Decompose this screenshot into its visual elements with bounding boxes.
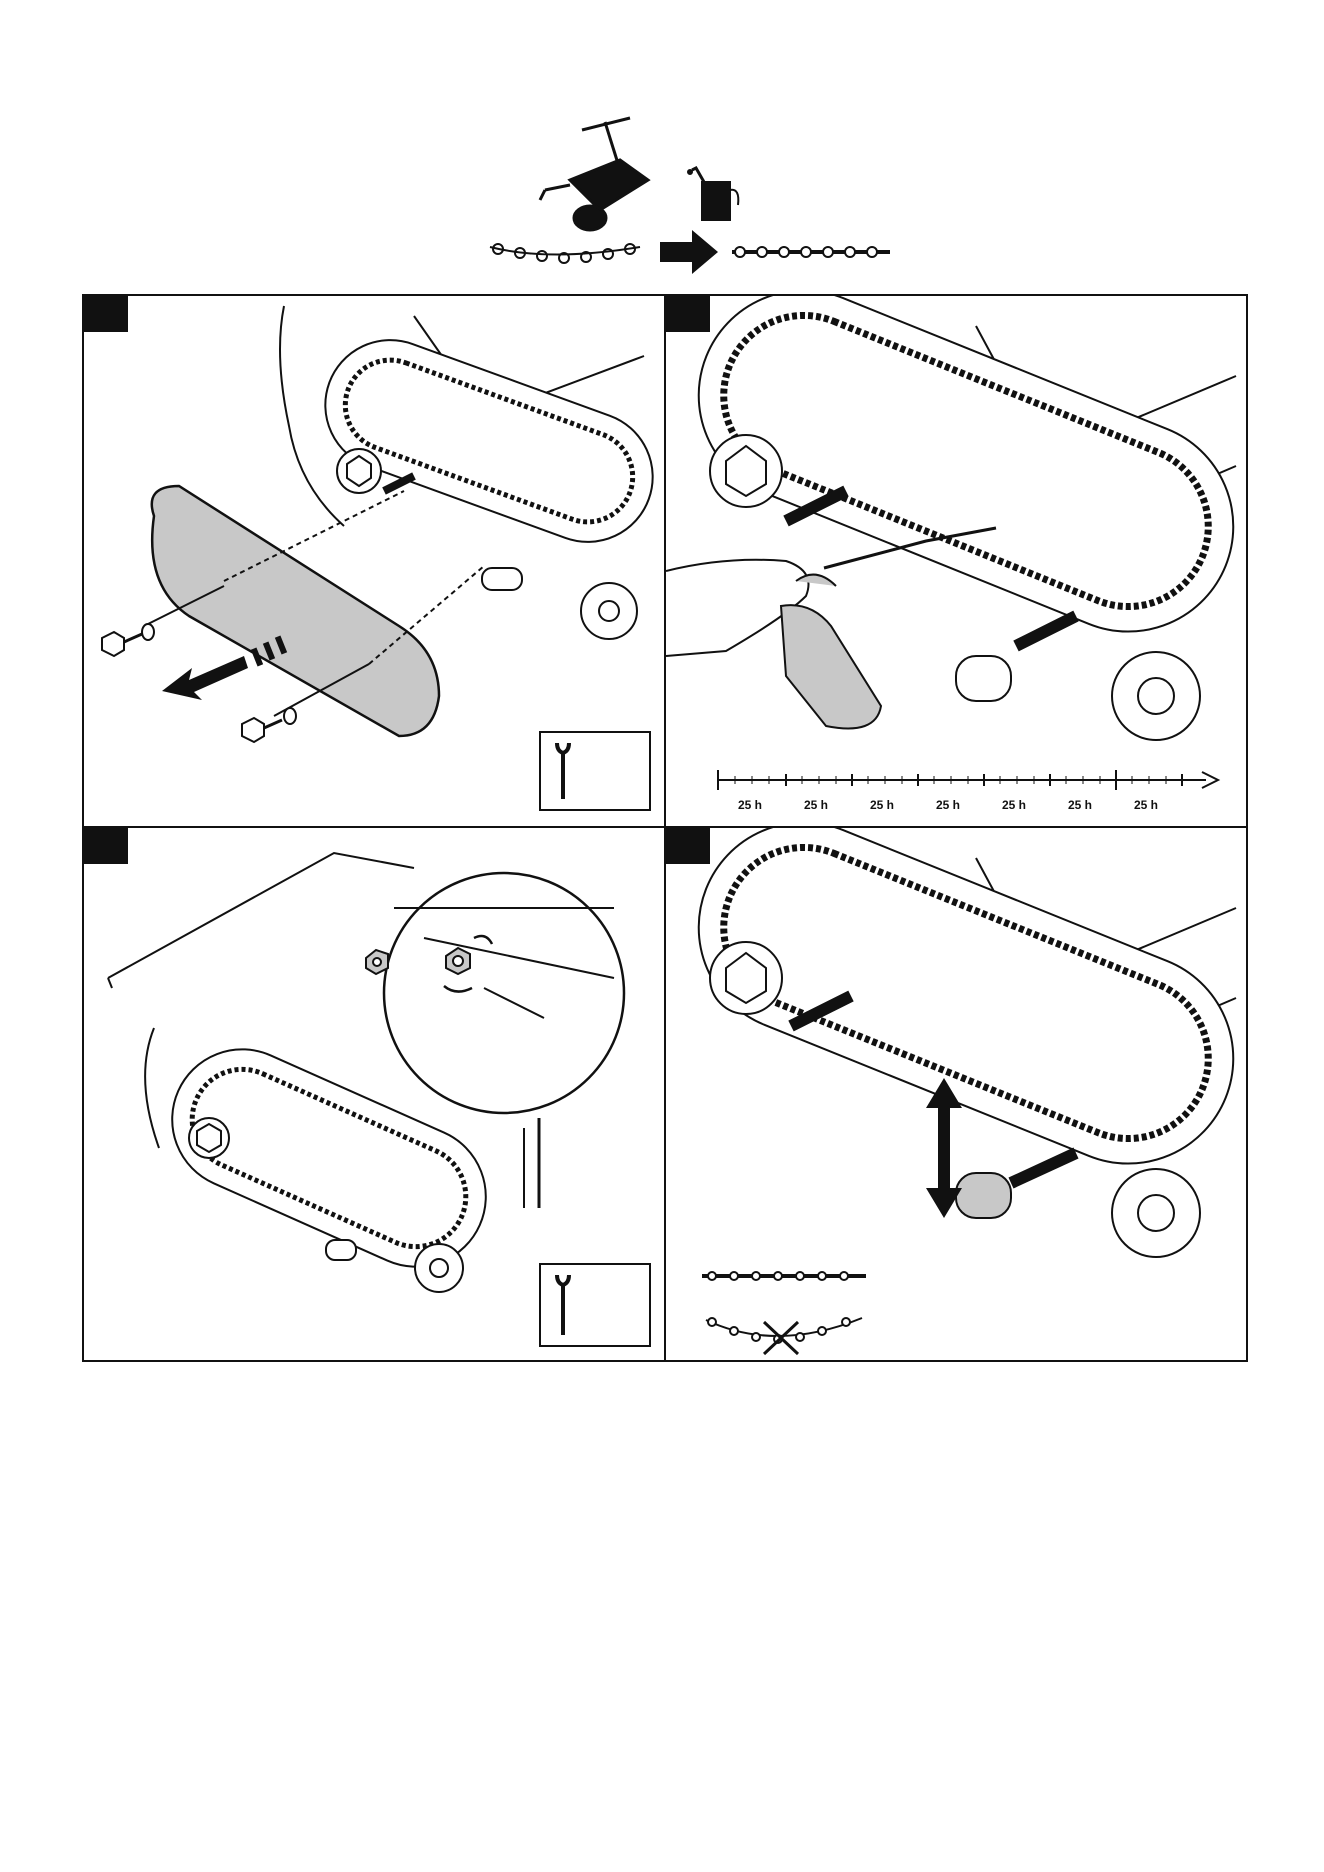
step-marker-2 [666, 296, 710, 332]
interval-label: 25 h [1002, 798, 1026, 812]
screw-icon [102, 624, 154, 656]
detail-magnifier [366, 873, 624, 1113]
interval-label: 25 h [804, 798, 828, 812]
driven-sprocket [1112, 1169, 1200, 1257]
tension-roller [326, 1240, 356, 1260]
driven-sprocket [415, 1244, 463, 1292]
chain-cover [152, 486, 439, 736]
interval-label: 25 h [936, 798, 960, 812]
oiled-chain-icon [732, 247, 890, 257]
interval-label: 25 h [1068, 798, 1092, 812]
tool-indicator [539, 731, 651, 811]
interval-label: 25 h [738, 798, 762, 812]
panel-adjust-tension [84, 828, 666, 1360]
wheel-outline [145, 1028, 159, 1148]
tension-roller [956, 656, 1011, 701]
dry-chain-icon [490, 244, 640, 263]
wrench-icon [557, 1275, 569, 1335]
screw-icon [242, 708, 296, 742]
driven-sprocket [1112, 652, 1200, 740]
step-marker-3 [84, 828, 128, 864]
tension-roller [482, 568, 522, 590]
panel-remove-cover [84, 296, 666, 828]
driven-sprocket [581, 583, 637, 639]
lock-nut [366, 950, 388, 974]
wrench-icon [557, 743, 569, 799]
step-marker-1 [84, 296, 128, 332]
interval-label: 25 h [1134, 798, 1158, 812]
drive-sprocket [710, 942, 782, 1014]
drive-sprocket [710, 435, 782, 507]
oil-can-icon [688, 168, 738, 220]
arrow-right-icon [660, 230, 718, 274]
service-interval-timeline: 25 h 25 h 25 h 25 h 25 h 25 h 25 h [706, 766, 1226, 816]
cross-icon [764, 1322, 798, 1354]
correct-chain-icon [702, 1272, 866, 1280]
instruction-panel-grid: 25 h 25 h 25 h 25 h 25 h 25 h 25 h [82, 294, 1248, 1362]
tool-indicator [539, 1263, 651, 1347]
panel-check-chain-slack [666, 828, 1248, 1360]
machine-icon [540, 118, 648, 230]
pull-direction-arrow [162, 636, 287, 700]
tension-roller [956, 1173, 1011, 1218]
chain-housing [307, 322, 664, 560]
drive-sprocket [337, 449, 381, 493]
interval-label: 25 h [870, 798, 894, 812]
step-marker-4 [666, 828, 710, 864]
panel-lubricate-chain: 25 h 25 h 25 h 25 h 25 h 25 h 25 h [666, 296, 1248, 828]
top-lubrication-illustration [470, 110, 910, 280]
deflection-arrow [926, 1078, 962, 1218]
drive-sprocket [189, 1118, 229, 1158]
incorrect-chain-icon [706, 1318, 862, 1354]
